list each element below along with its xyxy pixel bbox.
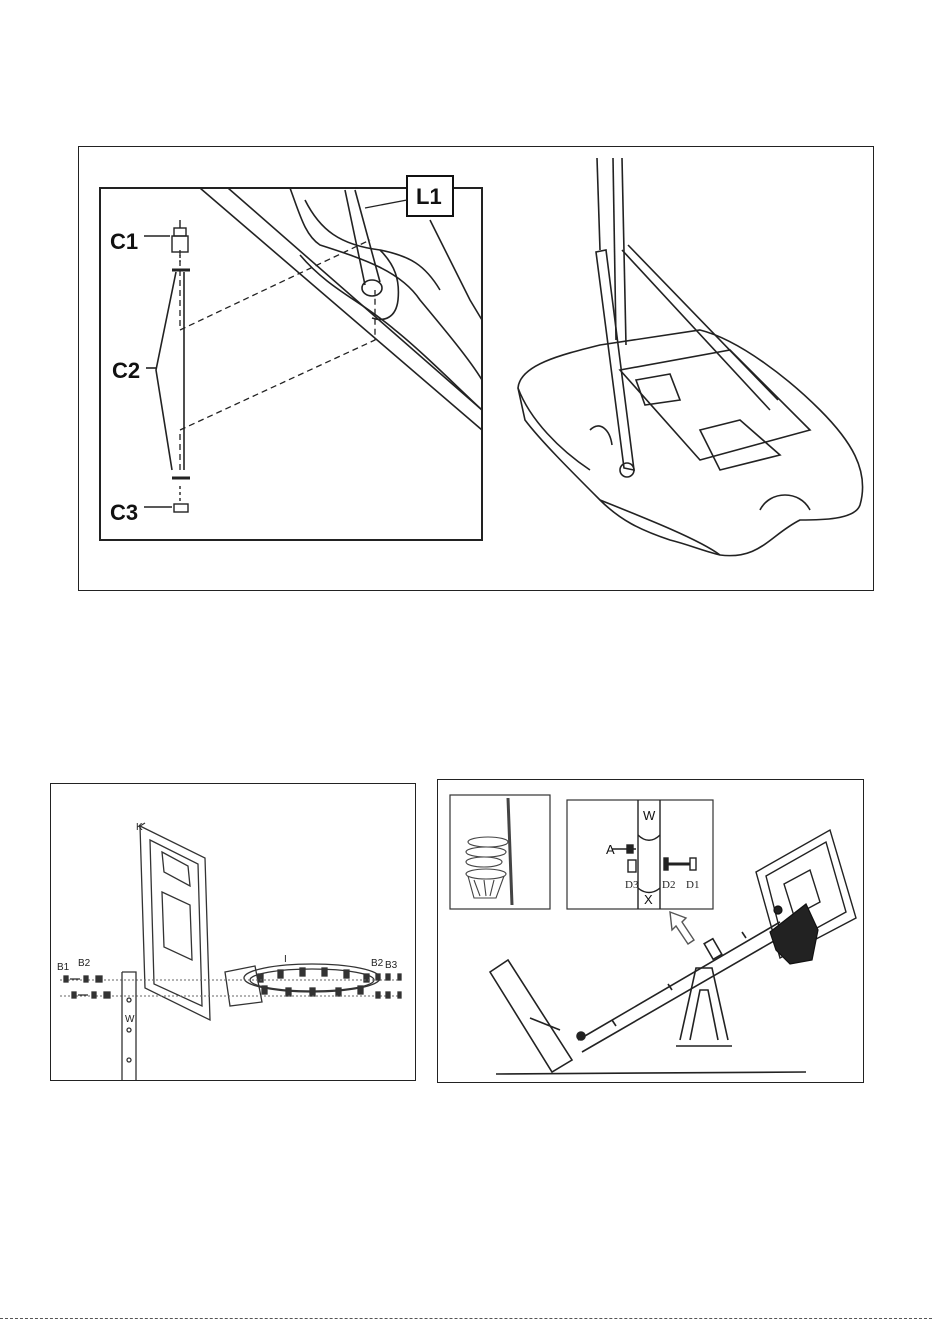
net-inset-frame: [450, 795, 550, 909]
label-x: X: [644, 892, 653, 907]
tilted-pole-drawing: [490, 922, 806, 1074]
label-w-right: W: [643, 808, 656, 823]
label-a: A: [606, 842, 615, 857]
tilted-rim-drawing: [770, 904, 818, 964]
label-d2: D2: [662, 879, 675, 891]
pointer-arrow: [670, 912, 694, 944]
page-bottom-edge: [0, 1318, 932, 1319]
label-d1: D1: [686, 879, 699, 891]
label-d3: D3: [625, 879, 639, 891]
bolt-inset-frame: [567, 800, 713, 909]
